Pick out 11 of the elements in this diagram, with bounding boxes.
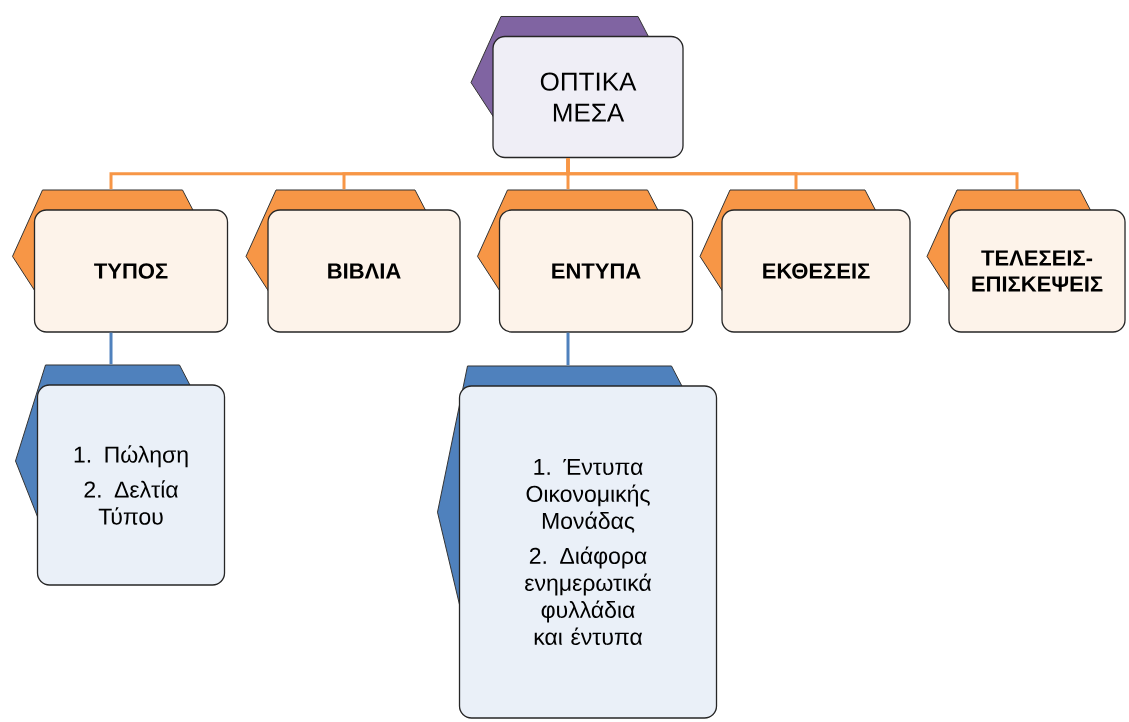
chart-box: ΤΕΛΕΣΕΙΣ-ΕΠΙΣΚΕΨΕΙΣ — [926, 189, 1126, 333]
chart-box: ΤΥΠΟΣ — [12, 189, 229, 333]
connector-line — [566, 158, 1019, 190]
chart-box: ΕΚΘΕΣΕΙΣ — [699, 189, 911, 333]
connector-line — [109, 332, 113, 365]
chart-box: 1. Πώληση 2. Δελτία Τύπου — [15, 364, 226, 586]
chart-box: ΒΙΒΛΙΑ — [245, 189, 461, 333]
chart-box: 1. Έντυπα Οικονομικής Μονάδας 2. Διάφορα ενημερωτικά φυλλάδια και έντυπα — [437, 365, 718, 719]
connector-line — [566, 332, 570, 366]
chart-box: ΟΠΤΙΚΑ ΜΕΣΑ — [470, 16, 684, 159]
chart-box: ΕΝΤΥΠΑ — [477, 189, 694, 333]
